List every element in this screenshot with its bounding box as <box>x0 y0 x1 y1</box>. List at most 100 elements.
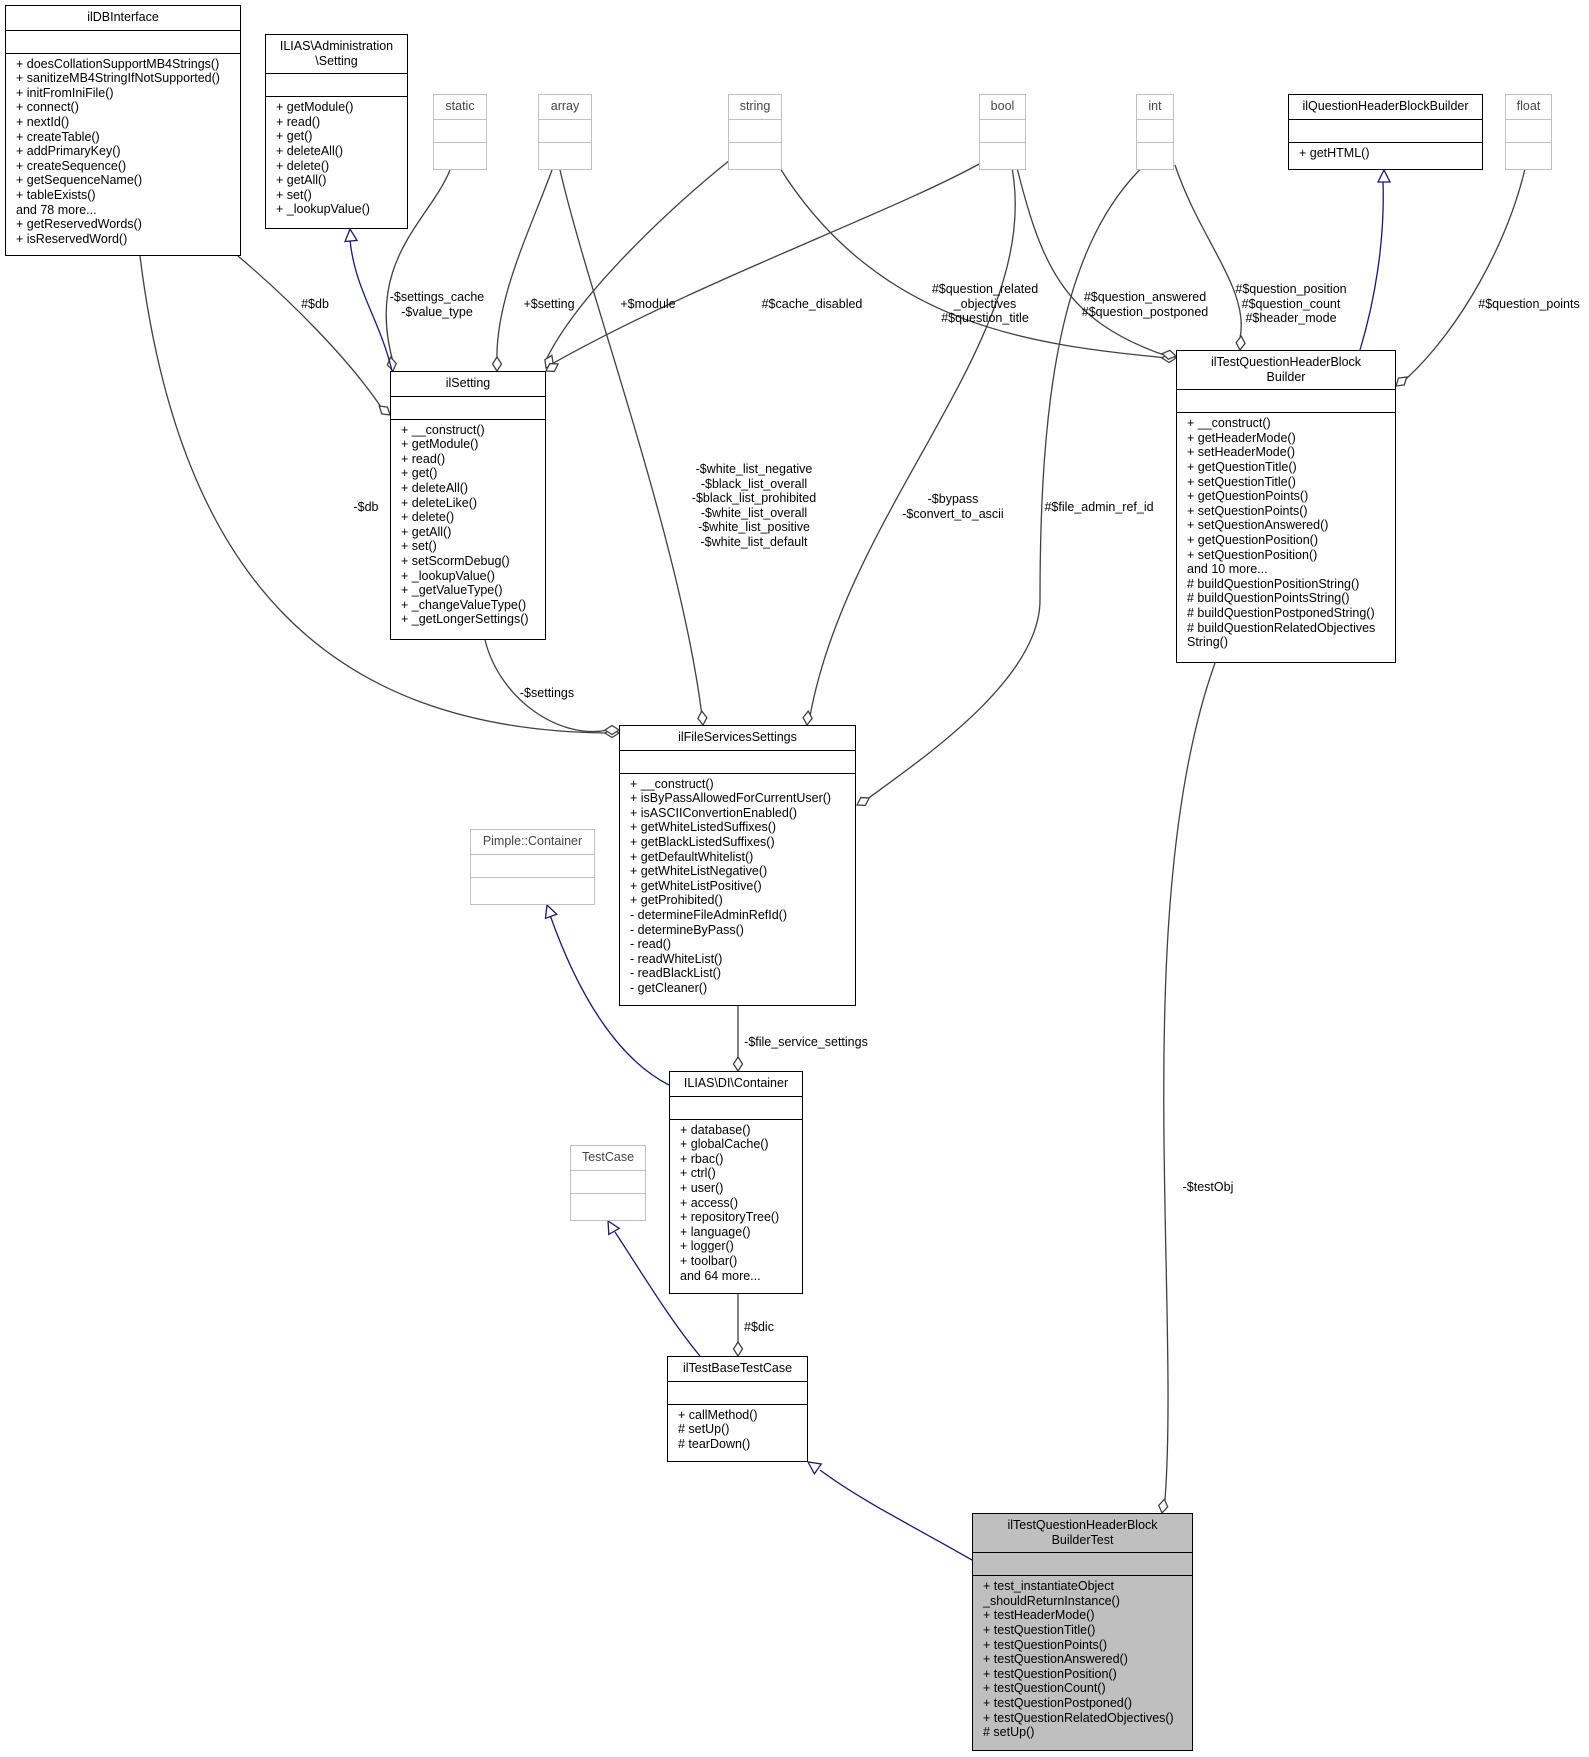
operation-item: + testQuestionRelatedObjectives() <box>983 1710 1174 1725</box>
operation-item: + getWhiteListPositive() <box>630 878 762 893</box>
class-box-adminSetting[interactable]: ILIAS\Administration\Setting+ getModule(… <box>265 34 408 229</box>
edge-label-line: #$db <box>301 297 329 311</box>
class-name-line: Builder <box>1266 369 1306 384</box>
operation-item: + access() <box>680 1195 739 1210</box>
class-box-bool[interactable]: bool <box>979 94 1026 170</box>
attributes-section <box>729 120 781 143</box>
operation-item: and 64 more... <box>680 1268 761 1283</box>
operations-section <box>434 143 486 150</box>
edge-label-line: #$question_points <box>1478 297 1580 311</box>
class-box-int[interactable]: int <box>1136 94 1174 170</box>
class-box-float[interactable]: float <box>1505 94 1552 170</box>
operation-item: + deleteAll() <box>401 480 469 495</box>
operation-item: + read() <box>276 114 321 129</box>
edge-label-dic_edge: #$dic <box>744 1320 774 1335</box>
operation-item: + _lookupValue() <box>401 568 495 583</box>
operation-item: + initFromIniFile() <box>16 85 114 100</box>
inherit-ilsetting-adminsetting <box>349 239 393 372</box>
edge-ilsetting-fss-diamond <box>603 724 621 736</box>
attributes-section <box>1137 120 1173 143</box>
attributes-section <box>670 1097 802 1120</box>
operation-item: + setQuestionPosition() <box>1187 547 1318 562</box>
edge-label-testobj: -$testObj <box>1183 1180 1234 1195</box>
class-box-basetc[interactable]: ilTestBaseTestCase+ callMethod()# setUp(… <box>667 1356 808 1462</box>
class-name-line: ILIAS\DI\Container <box>683 1076 789 1090</box>
operation-item: + setQuestionTitle() <box>1187 474 1296 489</box>
edge-label-line: -$bypass <box>927 492 979 506</box>
operation-item: + getQuestionPoints() <box>1187 489 1309 504</box>
class-name: float <box>1506 95 1551 120</box>
operation-item: + toolbar() <box>680 1253 738 1268</box>
attributes-section <box>6 31 240 54</box>
operation-item: + deleteLike() <box>401 495 478 510</box>
edge-label-settings_cache: -$settings_cache-$value_type <box>390 290 485 319</box>
operation-item: - getCleaner() <box>630 980 708 995</box>
edge-label-line: +$setting <box>523 297 575 311</box>
edge-label-line: #$file_admin_ref_id <box>1044 500 1154 514</box>
operation-item: + testHeaderMode() <box>983 1608 1095 1623</box>
attributes-section <box>1177 390 1395 414</box>
edge-array-fss <box>559 169 703 717</box>
operation-item: - determineByPass() <box>630 922 744 937</box>
edge-static-ilsetting <box>385 169 451 363</box>
operation-item: _shouldReturnInstance() <box>983 1593 1120 1608</box>
edge-label-db_fss: -$db <box>353 500 378 515</box>
operation-item: + testQuestionCount() <box>983 1681 1106 1696</box>
edge-label-qpoints: #$question_points <box>1478 297 1579 312</box>
operation-item: + __construct() <box>630 776 714 791</box>
class-box-static[interactable]: static <box>433 94 487 170</box>
attributes-section <box>539 120 591 143</box>
edge-label-line: -$black_list_prohibited <box>691 491 817 506</box>
edge-label-line: -$settings <box>519 686 575 700</box>
class-box-ilDBInterface[interactable]: ilDBInterface + doesCollationSupportMB4St… <box>5 5 241 256</box>
operation-item: + rbac() <box>680 1151 724 1166</box>
operation-item: + delete() <box>276 158 330 173</box>
edge-dbinterface-fss <box>139 255 608 734</box>
operations-section: + callMethod()# setUp()# tearDown() <box>668 1405 807 1456</box>
operation-item: + getAll() <box>401 524 452 539</box>
class-box-pimple[interactable]: Pimple::Container <box>470 829 595 905</box>
attributes-section <box>434 120 486 143</box>
operation-item: + testQuestionPostponed() <box>983 1695 1133 1710</box>
class-name: Pimple::Container <box>471 830 594 855</box>
operation-item: + getSequenceName() <box>16 173 143 188</box>
operation-item: - determineFileAdminRefId() <box>630 907 787 922</box>
operation-item: + delete() <box>401 510 455 525</box>
edge-label-whitelist: -$white_list_negative-$black_list_overal… <box>692 462 816 550</box>
edge-label-qpos: #$question_position#$question_count#$hea… <box>1235 282 1346 326</box>
edge-label-qrel: #$question_related_objectives#$question_… <box>932 282 1038 326</box>
class-box-testcase[interactable]: TestCase <box>570 1145 646 1221</box>
inherit-ilsetting-adminsetting-arrow <box>344 227 359 243</box>
operation-item: + getQuestionPosition() <box>1187 532 1318 547</box>
class-name-line: \Setting <box>315 53 358 68</box>
attributes-section <box>266 74 407 98</box>
class-box-ilSetting[interactable]: ilSetting+ __construct()+ getModule()+ r… <box>390 371 546 640</box>
edge-db-ilsetting-diamond <box>378 405 391 416</box>
edge-bool-tqhbb-diamond <box>1161 349 1178 360</box>
class-box-fss[interactable]: ilFileServicesSettings+ __construct()+ i… <box>619 725 856 1006</box>
operations-section <box>1137 143 1173 150</box>
operations-section: + doesCollationSupportMB4Strings()+ sani… <box>6 54 240 251</box>
operation-item: - readBlackList() <box>630 966 721 981</box>
edge-label-db_setting: #$db <box>301 297 329 312</box>
class-box-array[interactable]: array <box>538 94 592 170</box>
class-box-qhbb[interactable]: ilQuestionHeaderBlockBuilder+ getHTML() <box>1288 94 1483 170</box>
class-box-dic[interactable]: ILIAS\DI\Container + database()+ globalCa… <box>669 1071 803 1294</box>
inherit-target-basetc <box>819 1469 973 1561</box>
operations-section: + __construct()+ getHeaderMode()+ setHea… <box>1177 413 1395 654</box>
operation-item: + __construct() <box>401 422 485 437</box>
operation-item: # setUp() <box>983 1725 1035 1740</box>
operations-section: + getHTML() <box>1289 143 1482 165</box>
operations-section: + database()+ globalCache()+ rbac()+ ctr… <box>670 1120 802 1288</box>
edge-label-bypass: -$bypass-$convert_to_ascii <box>902 492 1003 521</box>
operation-item: + testQuestionPoints() <box>983 1637 1108 1652</box>
class-name-line: ilDBInterface <box>87 10 159 24</box>
edge-int-fss-diamond <box>855 796 871 807</box>
edge-label-line: #$question_count <box>1241 296 1341 311</box>
class-box-string[interactable]: string <box>728 94 782 170</box>
operation-item: + addPrimaryKey() <box>16 144 121 159</box>
